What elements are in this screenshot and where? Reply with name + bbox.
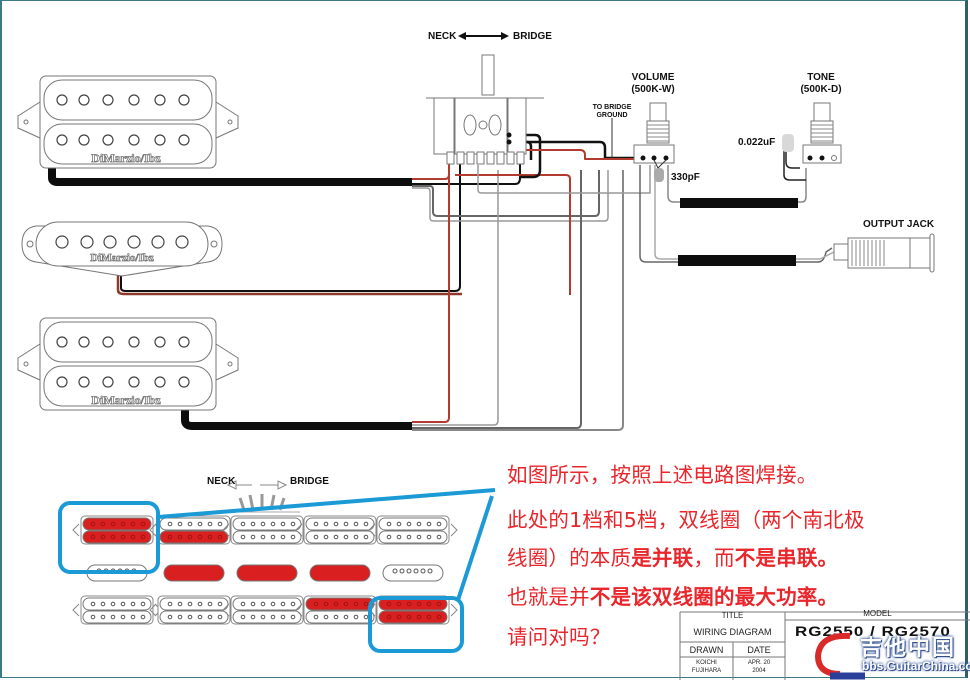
- bridge-red: [412, 170, 450, 423]
- tone-value: (500K-D): [800, 84, 842, 95]
- drawn-value-2: FUJIHARA: [691, 668, 722, 674]
- neck-humbucker: DiMarzio/Ibz: [17, 75, 239, 169]
- middle-wire-red: [116, 270, 462, 296]
- neck-pickup-position-3: [222, 515, 312, 545]
- volume-cap-330pf: [654, 168, 664, 182]
- drawn-header: DRAWN: [689, 645, 724, 655]
- wires: [48, 118, 835, 431]
- neck-pickup-position-5: [368, 515, 458, 545]
- switch-black-loop: [508, 133, 542, 179]
- annotation-emphasis: 不是串联。: [734, 546, 839, 570]
- neck-pickup-position-2: [149, 515, 239, 545]
- positions-grid: [72, 515, 458, 625]
- callout-line-5: [456, 495, 494, 601]
- watermark-cn: 吉他中国: [860, 636, 957, 661]
- bridge-pickup-position-4: [295, 595, 385, 625]
- neck-white: [412, 170, 609, 222]
- bridge-pickup-position-3: [222, 595, 312, 625]
- annotation-line-1: 如图所示，按照上述电路图焊接。: [507, 458, 818, 488]
- switch-to-volume-red: [520, 149, 640, 160]
- neck-bridge-arrow-icon: [458, 32, 509, 40]
- annotation-emphasis: 是并联: [631, 546, 694, 570]
- vol-jack-shield: [678, 255, 796, 266]
- tone-title: TONE: [807, 72, 835, 83]
- annotation-segment: 如图所示，按照上述电路图焊接。: [507, 463, 818, 487]
- highlight-callouts: [58, 488, 496, 653]
- annotation-segment: 线圈）的本质: [507, 546, 632, 570]
- vol-tone-shield: [680, 198, 798, 208]
- volume-value: (500K-W): [631, 84, 675, 95]
- middle-single-coil: DiMarzio/Ibz: [21, 221, 223, 277]
- five-way-switch: [426, 54, 544, 165]
- chart-neck-label: NECK: [207, 476, 236, 487]
- annotation-emphasis: 不是该双线圈的最大功率。: [589, 585, 839, 609]
- bridge-pickup-position-5: [368, 595, 458, 625]
- middle-pickup-position-5: [382, 564, 444, 582]
- bridge-gray2: [412, 170, 624, 431]
- volume-title: VOLUME: [631, 72, 675, 83]
- middle-brand-text: DiMarzio/Ibz: [90, 252, 154, 264]
- bridge-white: [412, 170, 499, 426]
- chart-bridge-label: BRIDGE: [290, 476, 329, 487]
- tone-cap-wire: [785, 150, 800, 169]
- switch-bridge-label: BRIDGE: [513, 31, 552, 42]
- tone-capacitor-label: 0.022uF: [738, 137, 776, 148]
- title-value: WIRING DIAGRAM: [693, 627, 772, 637]
- middle-pickup-position-3: [236, 564, 298, 582]
- tone-cap-0022uf: [782, 134, 794, 152]
- switch-red: [455, 174, 571, 295]
- watermark-logo-icon: [814, 632, 865, 680]
- vol-to-jack-white: [654, 165, 835, 260]
- neck-pickup-position-1: [72, 515, 162, 545]
- tone-cap-wire2: [783, 148, 806, 181]
- neck-cable: [48, 165, 412, 186]
- volume-capacitor-label: 330pF: [671, 172, 700, 183]
- annotation-segment: ，而: [693, 546, 735, 570]
- bridge-gray1: [412, 170, 582, 429]
- bridge-humbucker: DiMarzio/Ibz: [17, 317, 239, 411]
- bridge-pickup-position-1: [72, 595, 162, 625]
- bridge-ground-line2: GROUND: [596, 112, 628, 119]
- middle-wire-black: [120, 150, 461, 292]
- bridge-ground-line1: TO BRIDGE: [592, 104, 632, 111]
- switch-to-volume-black: [508, 140, 640, 160]
- bridge-cable: [181, 408, 412, 430]
- annotation-line-2: 此处的1档和5档，双线圈（两个南北极: [507, 503, 865, 533]
- date-value-1: APR. 20: [747, 660, 771, 666]
- volume-pot: [633, 102, 675, 182]
- model-header: MODEL: [863, 609, 892, 618]
- title-header: TITLE: [721, 611, 744, 620]
- neck-brand-text: DiMarzio/Ibz: [91, 151, 161, 165]
- highlight-box-position-5: [368, 596, 464, 653]
- annotation-segment: 请问对吗？: [507, 625, 611, 649]
- neck-gray: [412, 170, 600, 217]
- annotation-line-3: 线圈）的本质是并联，而不是串联。: [507, 541, 838, 571]
- switch-output-white: [477, 165, 651, 194]
- neck-pickup-position-4: [295, 515, 385, 545]
- middle-pickup-position-4: [309, 564, 371, 582]
- watermark-url: bbs.GuitarChina.com: [862, 659, 970, 673]
- bridge-pickup-position-2: [149, 595, 239, 625]
- callout-line-1: [157, 488, 496, 519]
- annotation-segment: 也就是并: [507, 585, 590, 609]
- date-value-2: 2004: [752, 668, 766, 674]
- annotation-line-4: 也就是并不是该双线圈的最大功率。: [507, 580, 838, 610]
- output-jack: [833, 233, 935, 273]
- annotation-segment: 此处的1档和5档，双线圈（两个南北极: [507, 508, 865, 532]
- drawn-value-1: KOICHI: [696, 660, 717, 666]
- date-header: DATE: [747, 645, 771, 655]
- middle-pickup-position-2: [163, 564, 225, 582]
- switch-neck-label: NECK: [428, 31, 457, 42]
- annotation-line-5: 请问对吗？: [507, 620, 611, 650]
- bridge-brand-text: DiMarzio/Ibz: [91, 393, 161, 407]
- title-block: [679, 611, 970, 680]
- output-jack-label: OUTPUT JACK: [863, 219, 935, 230]
- highlight-box-position-1: [58, 501, 160, 574]
- tone-pot: [782, 102, 842, 164]
